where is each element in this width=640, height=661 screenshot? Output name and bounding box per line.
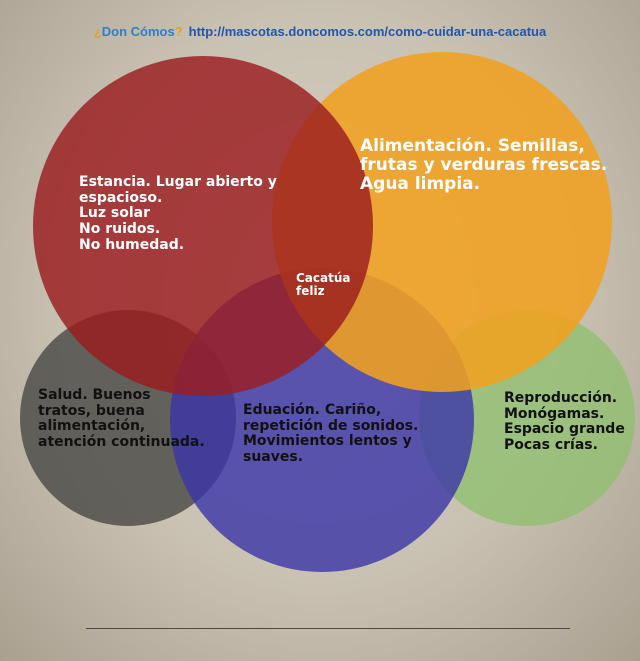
center-label: Cacatúa feliz (296, 271, 351, 299)
educacion-label: Eduación. Cariño, repetición de sonidos.… (243, 402, 419, 466)
header: ¿Don Cómos? http://mascotas.doncomos.com/… (0, 24, 640, 39)
salud-label: Salud. Buenos tratos, buena alimentación… (38, 387, 205, 451)
source-url-link[interactable]: http://mascotas.doncomos.com/como-cuidar… (188, 24, 547, 39)
footer-divider (86, 628, 570, 629)
circle-estancia (33, 56, 373, 396)
alimentacion-label: Alimentación. Semillas, frutas y verdura… (360, 136, 608, 195)
reproduccion-label: Reproducción. Monógamas. Espacio grande … (504, 390, 625, 454)
circle-alimentacion (272, 52, 612, 392)
logo-text: Don Cómos (101, 24, 175, 39)
estancia-label: Estancia. Lugar abierto y espacioso. Luz… (79, 174, 277, 253)
doncomos-logo[interactable]: ¿Don Cómos? (93, 24, 183, 39)
